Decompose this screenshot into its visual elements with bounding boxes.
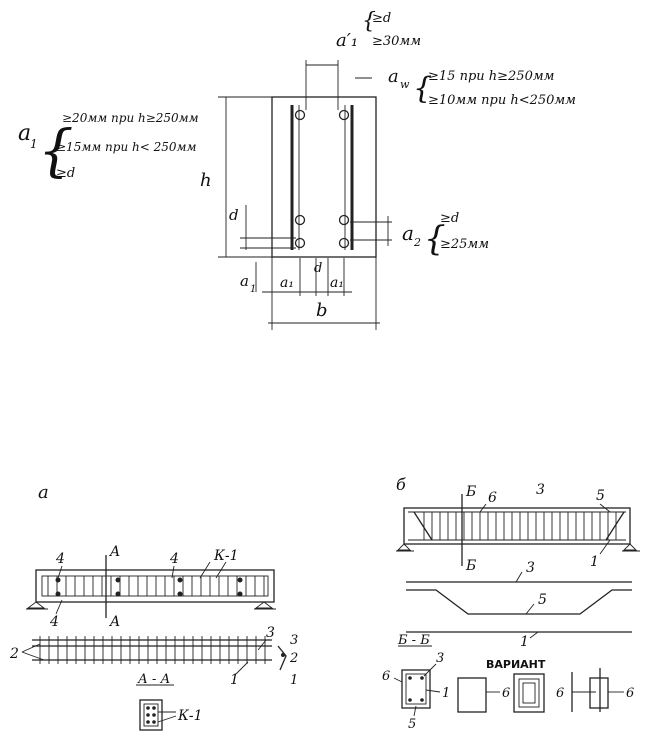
a1-bottom-label: a (240, 272, 249, 290)
figure-a-side-detail (277, 645, 287, 671)
beam-cross-section (218, 60, 392, 330)
b-label: b (316, 300, 328, 321)
fig-a-label-4a: 4 (55, 551, 65, 567)
fig-a-label-1: 1 (230, 672, 239, 688)
section-b-b-title: Б - Б (397, 633, 430, 648)
fig-a-label-k1: К-1 (213, 548, 238, 564)
section-a-a-k1: К-1 (177, 708, 202, 724)
rebar-dots (294, 109, 350, 249)
fig-b-label-6: 6 (488, 490, 497, 506)
side-label-1: 1 (290, 673, 298, 688)
brace: { (38, 119, 74, 184)
variant-label-6b: 6 (556, 686, 564, 701)
side-label-3: 3 (290, 633, 298, 648)
a1-prime-cond-2: ≥30мм (372, 34, 421, 49)
a1-cond-1: ≥20мм при h≥250мм (62, 111, 199, 125)
fig-a-section-top: A (108, 544, 120, 560)
section-outline (271, 96, 377, 258)
a2-cond-2: ≥25мм (440, 237, 489, 252)
brace: { (413, 71, 432, 106)
figure-b-beam (396, 494, 640, 566)
brace: { (424, 219, 446, 259)
a2-label: a (402, 221, 414, 245)
fig-a-label-4b: 4 (169, 551, 179, 567)
variant-label-6c: 6 (626, 686, 634, 701)
a1-bottom-sub: 1 (250, 284, 256, 295)
section-b-b (393, 645, 441, 717)
aw-cond-2: ≥10мм при h<250мм (428, 93, 576, 108)
h-label: h (200, 170, 212, 191)
variant-label: ВАРИАНТ (486, 658, 546, 671)
a1-left-label: a₁ (280, 275, 294, 291)
fig-b-label-5: 5 (596, 488, 605, 504)
fig-a-label-2: 2 (9, 646, 19, 662)
fig-b-label-1: 1 (590, 554, 599, 570)
a1-prime-cond-1: ≥d (372, 11, 391, 26)
bar-label-3: 3 (526, 560, 535, 576)
section-a-a-title: А - А (137, 672, 170, 687)
bar-label-5: 5 (538, 592, 547, 608)
variant-details (457, 668, 624, 713)
aw-cond-1: ≥15 при h≥250мм (428, 69, 554, 84)
a1-prime-label: a′₁ (336, 30, 358, 51)
fig-b-section-bottom: Б (465, 558, 476, 574)
a2-cond-1: ≥d (440, 211, 459, 226)
fig-a-title: а (38, 482, 49, 503)
fig-a-label-4c: 4 (49, 614, 59, 630)
fig-a-label-3: 3 (266, 625, 275, 641)
a1-right-label: a₁ (330, 275, 344, 291)
section-a-a (21, 561, 267, 731)
d-mid-label: d (314, 261, 322, 276)
aw-label: a (388, 66, 399, 87)
aw-sub: w (400, 78, 410, 91)
section-b-label-1: 1 (442, 686, 450, 701)
section-b-label-3: 3 (436, 651, 444, 666)
figure-a-beam (26, 555, 276, 618)
fig-b-title: б (396, 475, 406, 494)
a1-cond-3: ≥d (56, 166, 75, 181)
brace: { (362, 9, 376, 34)
figure-a-stirrups (47, 576, 265, 596)
a1-label: a (18, 121, 31, 146)
section-b-label-6: 6 (382, 669, 390, 684)
figure-a-cage (32, 639, 272, 661)
figure-b-stirrups (423, 512, 617, 540)
section-b-label-5: 5 (408, 717, 416, 732)
variant-label-6a: 6 (502, 686, 510, 701)
bar-label-1: 1 (520, 634, 529, 650)
a2-sub: 2 (413, 236, 421, 249)
d-label: d (229, 206, 239, 224)
figure-b-bars (406, 571, 632, 639)
side-label-2: 2 (289, 651, 298, 666)
fig-b-label-3: 3 (536, 482, 545, 498)
a1-cond-2: ≥15мм при h< 250мм (56, 140, 196, 154)
fig-b-section-top: Б (465, 484, 476, 500)
fig-a-section-bottom: A (108, 614, 120, 630)
a1-sub: 1 (30, 137, 38, 151)
